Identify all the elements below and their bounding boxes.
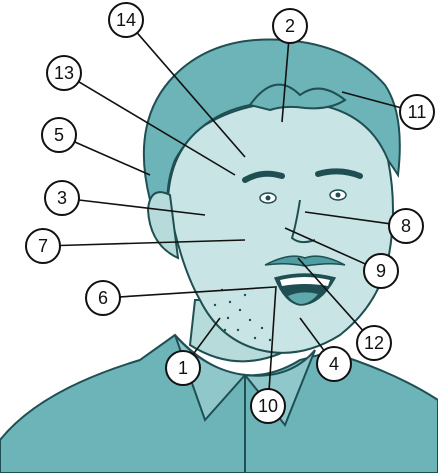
label-5: 5 <box>42 118 76 152</box>
label-number-7: 7 <box>38 236 48 256</box>
leader-line-5 <box>75 142 150 175</box>
label-11: 11 <box>400 95 434 129</box>
label-4: 4 <box>317 347 351 381</box>
label-10: 10 <box>251 389 285 423</box>
label-number-11: 11 <box>408 102 427 122</box>
label-2: 2 <box>273 9 307 43</box>
label-number-2: 2 <box>285 16 295 36</box>
label-8: 8 <box>389 209 423 243</box>
label-number-6: 6 <box>98 288 108 308</box>
label-number-5: 5 <box>54 125 64 145</box>
label-number-13: 13 <box>54 63 74 83</box>
label-number-9: 9 <box>376 261 386 281</box>
label-number-3: 3 <box>57 188 67 208</box>
label-1: 1 <box>166 351 200 385</box>
label-9: 9 <box>364 254 398 288</box>
label-12: 12 <box>357 326 391 360</box>
label-3: 3 <box>45 181 79 215</box>
label-number-1: 1 <box>178 358 188 378</box>
label-7: 7 <box>26 229 60 263</box>
label-number-10: 10 <box>258 396 278 416</box>
label-13: 13 <box>47 56 81 90</box>
label-6: 6 <box>86 281 120 315</box>
label-number-8: 8 <box>401 216 411 236</box>
left-pupil <box>266 196 271 201</box>
label-number-12: 12 <box>364 333 384 353</box>
label-14: 14 <box>109 3 143 37</box>
label-number-14: 14 <box>116 10 136 30</box>
right-pupil <box>336 193 341 198</box>
label-number-4: 4 <box>329 354 339 374</box>
